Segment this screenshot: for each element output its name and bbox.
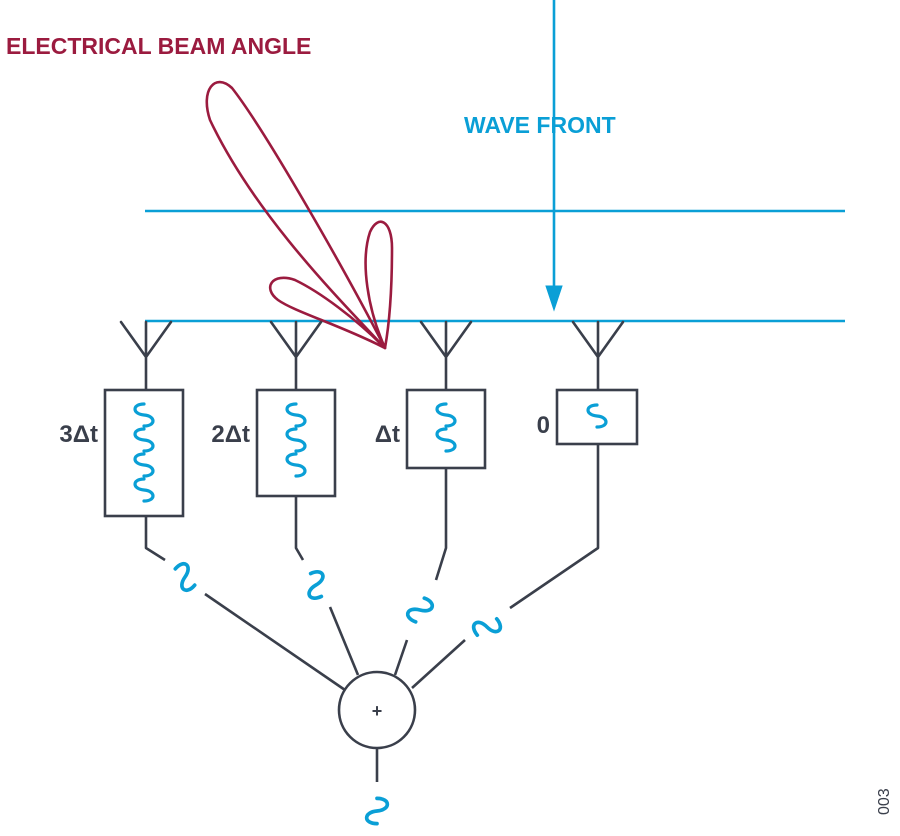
- delay-label-3dt: 3Δt: [59, 421, 98, 448]
- sine-wave-icon: [468, 609, 506, 645]
- feed-line-2b: [328, 606, 360, 676]
- feed-line-1: [144, 516, 166, 562]
- feed-line-3b: [393, 639, 409, 676]
- delay-box-2dt: [255, 388, 337, 498]
- sine-wave-icon: [299, 567, 333, 603]
- arrow-down-icon: [545, 285, 563, 312]
- wave-front-label: WAVE FRONT: [464, 112, 616, 138]
- sine-wave-icon: [404, 592, 436, 628]
- beam-main-lobe: [205, 80, 387, 350]
- antenna-icon: [269, 320, 323, 392]
- sine-wave-icon: [364, 796, 390, 826]
- sine-wave-icon: [166, 559, 204, 595]
- feed-waves: [166, 559, 506, 826]
- beam-lobe-icon: [205, 80, 394, 350]
- beam-side-lobe-right: [364, 220, 394, 350]
- antenna-icon: [419, 320, 473, 392]
- feed-line-2: [294, 496, 305, 561]
- feed-lines: [144, 444, 600, 782]
- antenna-icon: [119, 320, 173, 392]
- feed-line-1b: [204, 592, 346, 692]
- beam-side-lobe-left: [268, 276, 387, 350]
- figure-code-label: 003: [876, 788, 893, 815]
- feed-line-4b: [411, 639, 466, 689]
- antenna-row: [119, 320, 625, 392]
- feed-line-4: [509, 444, 600, 610]
- delay-boxes: [103, 388, 639, 518]
- delay-label-0: 0: [537, 412, 550, 439]
- wave-front-group: [145, 0, 845, 323]
- delay-label-dt: Δt: [375, 421, 400, 448]
- feed-line-3: [434, 468, 448, 581]
- delay-label-2dt: 2Δt: [211, 421, 250, 448]
- beam-angle-label: ELECTRICAL BEAM ANGLE: [6, 33, 311, 59]
- summer-plus-symbol: +: [372, 701, 383, 721]
- summer-circle: +: [337, 670, 417, 750]
- antenna-icon: [571, 320, 625, 392]
